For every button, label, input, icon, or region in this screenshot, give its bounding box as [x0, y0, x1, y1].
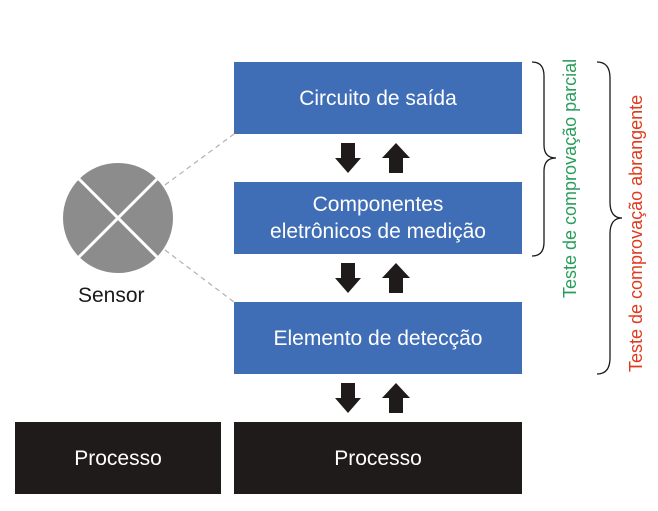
partial-test-label: Teste de comprovação parcial — [560, 58, 580, 298]
measuring-electronics-label-line1: Componentes — [312, 193, 444, 216]
arrow-up-icon — [382, 383, 410, 413]
arrow-pair-2 — [335, 263, 410, 293]
comprehensive-test-label: Teste de comprovação abrangente — [626, 94, 646, 372]
arrow-down-icon — [335, 143, 361, 173]
sensing-element-block: Elemento de detecção — [234, 302, 522, 374]
arrow-pair-1 — [335, 143, 410, 173]
process-right-label: Processo — [334, 446, 422, 470]
measuring-electronics-label-line2: eletrônicos de medição — [270, 220, 486, 243]
arrow-pair-3 — [335, 383, 410, 413]
arrow-down-icon — [335, 383, 361, 413]
sensor-icon — [63, 163, 173, 273]
sensing-element-label: Elemento de detecção — [273, 326, 483, 350]
connector-line-top — [164, 133, 235, 186]
sensor-label: Sensor — [78, 284, 145, 307]
output-circuit-label: Circuito de saída — [299, 86, 457, 110]
comprehensive-test-brace — [596, 61, 623, 375]
connector-line-bottom — [164, 249, 235, 303]
output-circuit-block: Circuito de saída — [234, 62, 522, 134]
arrow-up-icon — [382, 263, 410, 293]
process-block-left: Processo — [15, 422, 221, 494]
measuring-electronics-block: Componentes eletrônicos de medição — [234, 182, 522, 254]
arrow-up-icon — [382, 143, 410, 173]
process-block-right: Processo — [234, 422, 522, 494]
process-left-label: Processo — [74, 446, 162, 470]
arrow-down-icon — [335, 263, 361, 293]
partial-test-brace — [531, 61, 557, 257]
